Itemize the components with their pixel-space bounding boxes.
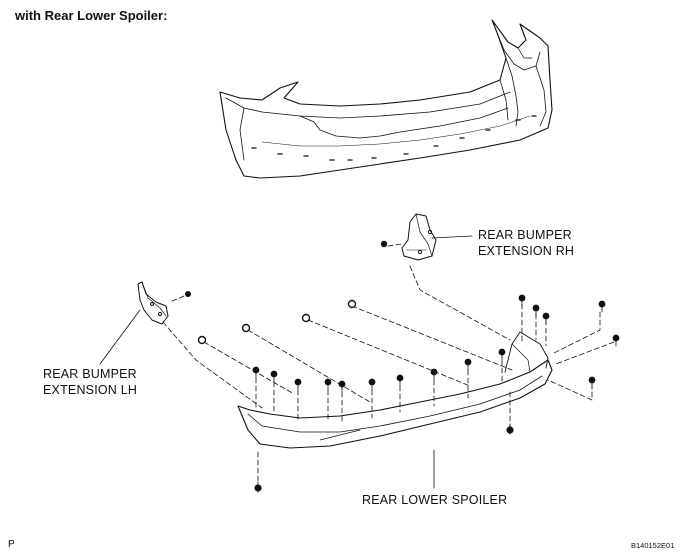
bumper-extension-lh-part bbox=[137, 281, 169, 325]
rear-lower-spoiler-part bbox=[237, 331, 553, 449]
figure-code: B140152E01 bbox=[631, 541, 675, 550]
nut-lh bbox=[185, 291, 191, 297]
grommets bbox=[197, 299, 357, 345]
rear-bumper-cover bbox=[219, 19, 553, 179]
clip-fasteners bbox=[252, 294, 620, 493]
assembly-guide-lines bbox=[162, 243, 615, 489]
bumper-extension-rh-part bbox=[401, 213, 437, 261]
label-line: EXTENSION LH bbox=[43, 383, 138, 397]
label-rear-lower-spoiler: REAR LOWER SPOILER bbox=[362, 493, 508, 507]
label-line: REAR BUMPER bbox=[478, 228, 572, 242]
corner-mark: P bbox=[8, 539, 15, 550]
label-line: REAR BUMPER bbox=[43, 367, 137, 381]
callout-leader-lines bbox=[99, 235, 473, 365]
label-bumper-extension-rh: REAR BUMPER EXTENSION RH bbox=[478, 227, 574, 259]
label-bumper-extension-lh: REAR BUMPER EXTENSION LH bbox=[43, 366, 137, 398]
label-line: EXTENSION RH bbox=[478, 244, 575, 258]
section-heading: with Rear Lower Spoiler: bbox=[15, 8, 168, 23]
nut-rh bbox=[380, 240, 388, 248]
